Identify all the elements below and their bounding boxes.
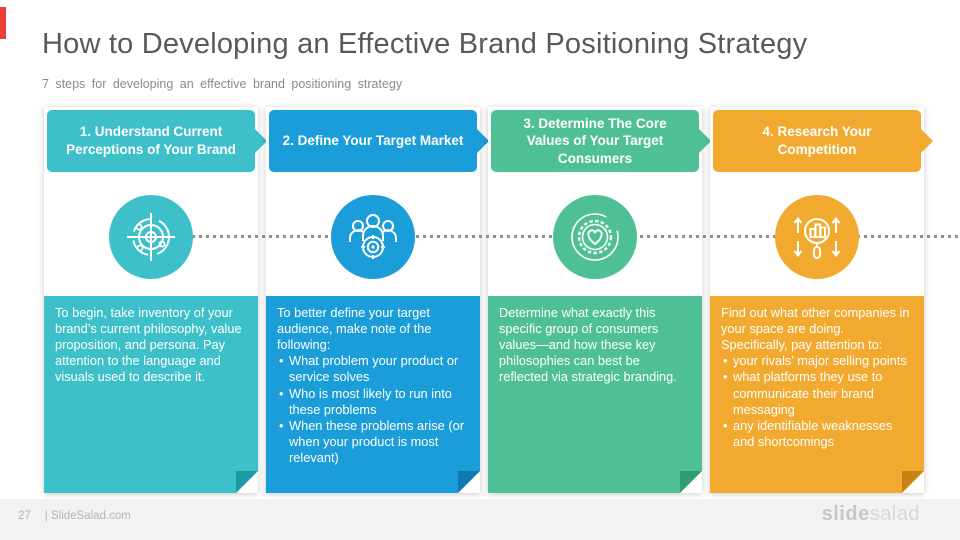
step-body-text: To begin, take inventory of your brand’s… [55, 305, 242, 385]
step-bullet-list: What problem your product or service sol… [277, 353, 469, 466]
folded-corner [458, 471, 480, 493]
step-body-4: Find out what other companies in your sp… [710, 296, 924, 493]
step-icon-circle [331, 195, 415, 279]
step-column-1: 1. Understand Current Perceptions of You… [44, 107, 258, 493]
step-icon-circle [553, 195, 637, 279]
heart-badge-icon [569, 211, 621, 263]
step-header-1: 1. Understand Current Perceptions of You… [47, 110, 255, 172]
step-card-top: 3. Determine The Core Values of Your Tar… [488, 110, 702, 296]
folded-corner [680, 471, 702, 493]
slidesalad-logo: slidesalad [822, 503, 920, 526]
bullet-item: Who is most likely to run into these pro… [277, 386, 469, 418]
target-audience-icon [347, 211, 399, 263]
step-card-top: 2. Define Your Target Market [266, 110, 480, 296]
footer-band [0, 499, 960, 540]
step-header-3: 3. Determine The Core Values of Your Tar… [491, 110, 699, 172]
bullet-item: what platforms they use to communicate t… [721, 369, 913, 417]
radar-target-icon [125, 211, 177, 263]
red-accent-bar [0, 7, 6, 39]
step-body-2: To better define your target audience, m… [266, 296, 480, 493]
step-bullet-list: your rivals’ major selling points what p… [721, 353, 913, 450]
step-column-3: 3. Determine The Core Values of Your Tar… [488, 107, 702, 493]
research-magnifier-icon [791, 211, 843, 263]
page-number: 27 [18, 510, 31, 522]
folded-corner [902, 471, 924, 493]
step-column-2: 2. Define Your Target Market [266, 107, 480, 493]
folded-corner [236, 471, 258, 493]
step-icon-circle [775, 195, 859, 279]
page-title: How to Developing an Effective Brand Pos… [42, 28, 808, 60]
step-card-top: 1. Understand Current Perceptions of You… [44, 110, 258, 296]
page-subtitle: 7 steps for developing an effective bran… [42, 77, 403, 91]
step-body-text: Determine what exactly this specific gro… [499, 305, 677, 385]
step-body-text: To better define your target audience, m… [277, 305, 432, 353]
logo-bold-part: slide [821, 503, 870, 525]
step-icon-circle [109, 195, 193, 279]
step-card-top: 4. Research Your Competition [710, 110, 924, 296]
step-body-1: To begin, take inventory of your brand’s… [44, 296, 258, 493]
footer-source: | SlideSalad.com [44, 510, 131, 522]
step-body-3: Determine what exactly this specific gro… [488, 296, 702, 493]
step-body-text: Find out what other companies in your sp… [721, 305, 910, 353]
logo-light-part: salad [869, 503, 920, 525]
bullet-item: any identifiable weaknesses and shortcom… [721, 418, 913, 450]
bullet-item: What problem your product or service sol… [277, 353, 469, 385]
footer-left: 27 | SlideSalad.com [18, 510, 131, 522]
step-header-4: 4. Research Your Competition [713, 110, 921, 172]
step-header-2: 2. Define Your Target Market [269, 110, 477, 172]
step-column-4: 4. Research Your Competition Find out [710, 107, 924, 493]
bullet-item: your rivals’ major selling points [721, 353, 913, 369]
bullet-item: When these problems arise (or when your … [277, 418, 469, 466]
